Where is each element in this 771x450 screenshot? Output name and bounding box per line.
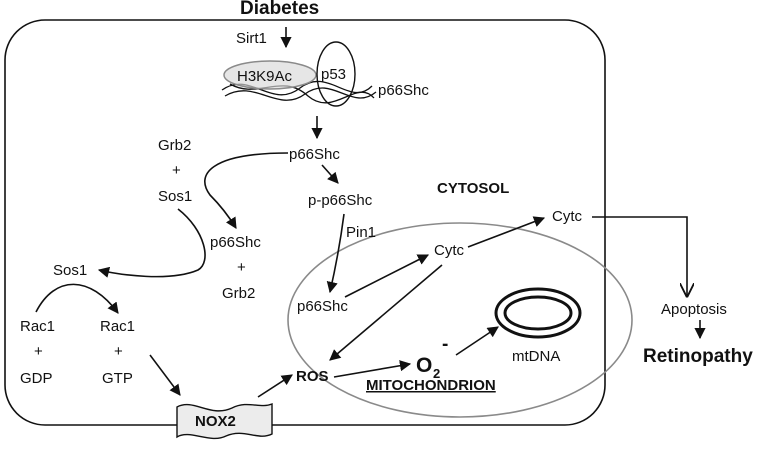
arrow-p66shc-grb2complex xyxy=(204,152,289,229)
arrow-o2-mtdna xyxy=(455,326,499,356)
gtp-label: GTP xyxy=(102,370,133,387)
mitochondrion-outline xyxy=(287,222,633,418)
nox2-label: NOX2 xyxy=(195,413,236,430)
o2-label: O xyxy=(416,354,432,377)
arrow-nox2-ros xyxy=(257,374,293,398)
arrow-rac1-gdp-gtp xyxy=(35,283,119,314)
mtdna-label: mtDNA xyxy=(512,348,560,365)
arrow-pp66shc-mito xyxy=(326,213,345,294)
o2-charge: - xyxy=(442,334,448,355)
arrow-cytc-out xyxy=(467,216,546,248)
gdp-label: GDP xyxy=(20,370,53,387)
histone-ellipse xyxy=(223,60,317,90)
cytosol-label: CYTOSOL xyxy=(437,180,509,197)
sos1-left-label: Sos1 xyxy=(53,262,87,279)
plus-3: + xyxy=(34,343,43,360)
apoptosis-label: Apoptosis xyxy=(661,301,727,318)
sirt1-label: Sirt1 xyxy=(236,30,267,47)
mtdna-ring-inner xyxy=(503,295,573,331)
cytc-mito-label: Cytc xyxy=(434,242,465,259)
mtdna-ring-outer xyxy=(494,287,582,339)
p53-label: p53 xyxy=(321,66,346,83)
h3k9ac-label: H3K9Ac xyxy=(237,68,293,85)
mitochondrion-label: MITOCHONDRION xyxy=(366,377,496,394)
arrows xyxy=(35,27,706,398)
arrow-cytc-apoptosis xyxy=(592,216,687,296)
arrow-ros-o2 xyxy=(333,360,412,378)
arrow-sos1-complex xyxy=(97,208,206,278)
o2-subscript: 2 xyxy=(433,366,440,381)
p53-ellipse xyxy=(316,41,356,107)
rac1-gtp-label: Rac1 xyxy=(100,318,135,335)
retinopathy-label: Retinopathy xyxy=(643,346,753,367)
ros-label: ROS xyxy=(296,368,329,385)
pin1-label: Pin1 xyxy=(346,224,376,241)
nox2-shape xyxy=(176,402,273,440)
arrow-p66shc-phospho xyxy=(321,164,339,184)
grb2-top-label: Grb2 xyxy=(158,137,191,154)
cytc-cytosol-label: Cytc xyxy=(552,208,583,225)
p66shc-complex-label: p66Shc xyxy=(210,234,261,251)
p-p66shc-label: p-p66Shc xyxy=(308,192,373,209)
rac1-gdp-label: Rac1 xyxy=(20,318,55,335)
arrow-rac1gtp-nox2 xyxy=(149,354,181,396)
cell-membrane xyxy=(4,19,606,426)
grb2-complex-label: Grb2 xyxy=(222,285,255,302)
p66shc-cytosol-label: p66Shc xyxy=(289,146,340,163)
arrow-p66shc-cytc xyxy=(344,254,429,298)
plus-4: + xyxy=(114,343,123,360)
sos1-top-label: Sos1 xyxy=(158,188,192,205)
p66shc-gene-label: p66Shc xyxy=(378,82,429,99)
p66shc-mito-label: p66Shc xyxy=(297,298,348,315)
arrow-cytc-ros xyxy=(329,264,443,361)
plus-2: + xyxy=(237,259,246,276)
diabetes-label: Diabetes xyxy=(240,0,319,19)
plus-1: + xyxy=(172,162,181,179)
